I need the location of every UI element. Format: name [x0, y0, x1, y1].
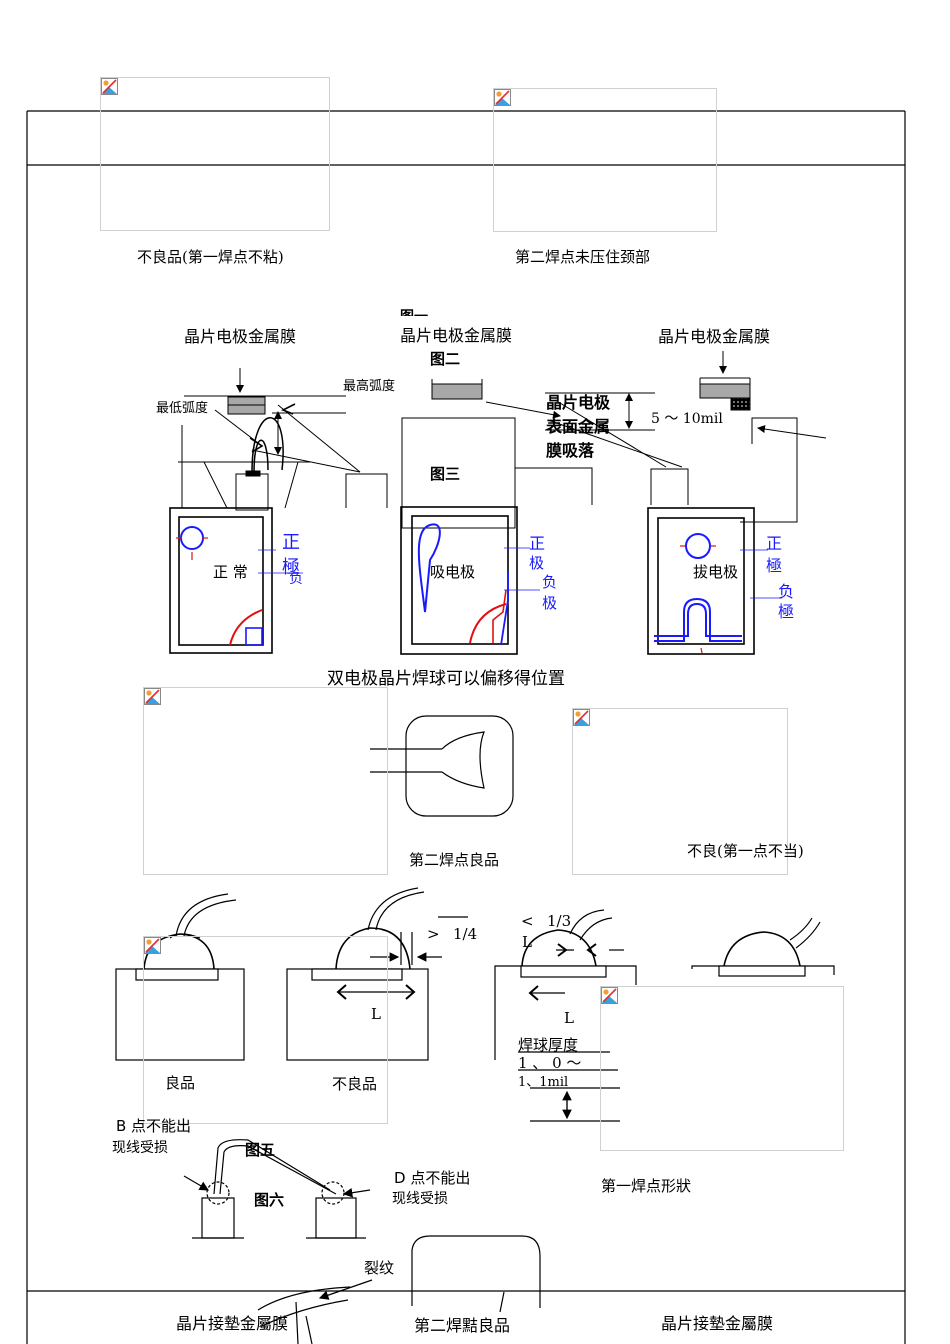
electrode-neg-right-2: 極: [778, 602, 795, 621]
fig3-label: 图三: [430, 465, 461, 483]
image-placeholder-mid-left: [143, 687, 388, 875]
point-b-line2: 现线受损: [112, 1140, 168, 1156]
peel-note-line1: 晶片电极: [546, 393, 611, 412]
bottom-right-caption: 晶片接墊金屬膜: [661, 1314, 774, 1333]
fig2-label: 图二: [430, 350, 461, 368]
ball-good-caption: 良品: [165, 1074, 196, 1092]
image-placeholder-low-right: [600, 986, 844, 1151]
arc-max-label: 最高弧度: [343, 379, 396, 394]
image-placeholder-top-right: [493, 88, 717, 232]
fig3-group: [650, 351, 827, 523]
electrode-pos-mid-1: 正: [529, 534, 546, 553]
second-bond-shape: [370, 715, 514, 817]
image-placeholder-mid-right: [572, 708, 788, 875]
fig1-group: [178, 368, 388, 511]
electrode-pos-left-1: 正: [282, 532, 300, 553]
fig1-label: 图一: [400, 306, 428, 316]
bottom-left-caption: 晶片接墊金屬膜: [176, 1314, 289, 1333]
peel-note-line2: 表面金属: [546, 417, 611, 436]
bad-first-bond-caption: 不良(第一点不当): [687, 842, 804, 860]
bottom-shapes: [257, 1235, 541, 1344]
dual-electrode-caption: 双电极晶片焊球可以偏移得位置: [327, 669, 565, 689]
chip2-marks: [417, 523, 540, 646]
ball-thickness-label: 焊球厚度: [518, 1036, 579, 1054]
chip1-marks: [176, 526, 303, 646]
fig6-label: 图六: [254, 1191, 285, 1209]
electrode-pos-left-2: 極: [282, 557, 300, 578]
electrode-neg-left-1: 负: [289, 571, 303, 587]
electrode-pos-mid-2: 极: [529, 554, 545, 572]
broken-image-icon: [144, 937, 161, 954]
point-d-line2: 现线受损: [392, 1191, 448, 1207]
ball-L-mid: L: [371, 1005, 381, 1023]
ball-one-fourth: 1/4: [453, 925, 478, 943]
broken-image-icon: [573, 709, 590, 726]
peel-note-line3: 膜吸落: [546, 441, 595, 460]
image-placeholder-low-left: [143, 936, 388, 1124]
electrode-pos-right-2: 極: [766, 556, 783, 575]
broken-image-icon: [101, 78, 118, 95]
wire-bd: [183, 1139, 371, 1239]
ball-bad-caption: 不良品: [332, 1075, 378, 1093]
broken-image-icon: [601, 987, 618, 1004]
image-placeholder-top-left: [100, 77, 330, 231]
chip-membrane-left: 晶片电极金属膜: [184, 327, 297, 346]
broken-image-icon: [144, 688, 161, 705]
ball-one-third: 1/3: [547, 912, 572, 930]
fig2-group: [401, 379, 683, 529]
ball-thickness-value-1: 1 、 0 ～: [518, 1054, 582, 1072]
chip3-marks: [654, 533, 782, 654]
chip-state-absorb: 吸电极: [430, 563, 476, 581]
electrode-neg-right-1: 负: [778, 582, 795, 601]
caption-second-bond-not-pressed: 第二焊点未压住颈部: [515, 248, 651, 266]
electrode-neg-mid-2: 极: [542, 594, 558, 612]
chip-frames: [169, 506, 755, 655]
chip-state-pull: 拔电极: [693, 563, 739, 581]
bottom-mid-caption: 第二焊黠良品: [414, 1316, 511, 1335]
ball-L-right: L: [564, 1009, 574, 1027]
fig5-label: 图五: [245, 1141, 276, 1159]
ball-lt-symbol: <: [521, 912, 534, 930]
ball-thickness-value-2: 1、1mil: [518, 1075, 569, 1090]
chip-membrane-mid: 晶片电极金属膜: [400, 326, 513, 345]
ball-gt-symbol: >: [427, 925, 440, 943]
arc-min-label: 最低弧度: [156, 401, 209, 416]
page-frame: [26, 110, 906, 1344]
broken-image-icon: [494, 89, 511, 106]
chip-state-normal: 正 常: [213, 563, 248, 581]
gap-note: 5 ～ 10mil: [651, 411, 723, 427]
caption-first-bond-not-stick: 不良品(第一焊点不粘): [137, 248, 284, 266]
point-d-line1: D 点不能出: [394, 1169, 471, 1187]
second-bond-good-caption: 第二焊点良品: [409, 851, 500, 869]
chip-membrane-right: 晶片电极金属膜: [658, 327, 771, 346]
crack-label: 裂纹: [364, 1259, 395, 1277]
first-bond-shape-caption: 第一焊点形狀: [601, 1177, 692, 1195]
electrode-pos-right-1: 正: [766, 534, 783, 553]
point-b-line1: B 点不能出: [116, 1117, 192, 1135]
electrode-neg-mid-1: 负: [542, 573, 558, 591]
ball-L-top: L: [522, 933, 532, 951]
